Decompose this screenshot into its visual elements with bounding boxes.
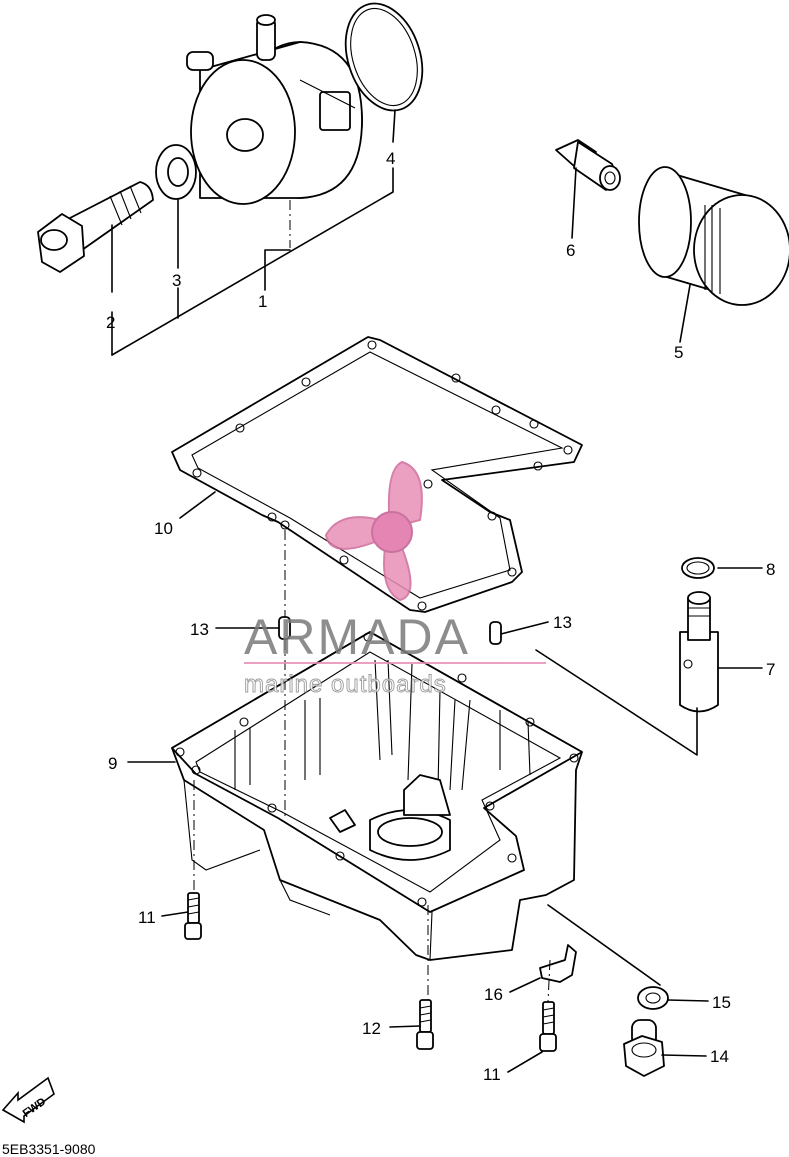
o-ring-part-4[interactable] [333,0,435,120]
gasket-bolt-holes [192,340,573,611]
drain-plug-part-14[interactable] [623,1019,665,1077]
callout-10: 10 [154,519,173,538]
callout-2: 2 [106,313,115,332]
bolt-part-11-left[interactable] [184,892,202,940]
callout-8: 8 [766,560,775,579]
oil-filter-part-5[interactable] [638,166,789,306]
washer-part-3[interactable] [155,144,197,200]
callout-1: 1 [258,292,267,311]
bracket-part-16[interactable] [539,944,577,983]
pan-bolt-holes [175,632,579,907]
callout-14: 14 [710,1047,729,1066]
callout-11-bottom: 11 [483,1065,501,1084]
callout-numbers: 1 2 3 4 5 6 7 8 9 10 11 11 12 13 13 14 1… [106,149,775,1084]
leader-lines [111,109,763,1073]
assembly-center-lines [193,200,551,1003]
armada-watermark: ARMADA marine outboards [244,460,546,698]
union-bolt-part-2[interactable] [37,181,154,273]
diagram-code: 5EB3351-9080 [2,1141,96,1157]
callout-16: 16 [484,985,503,1004]
oil-pan-part-9[interactable] [171,631,583,961]
fitting-part-6[interactable] [555,139,621,191]
callout-3: 3 [172,271,181,290]
oil-cooler-part-1[interactable] [186,14,363,205]
callout-9: 9 [108,754,117,773]
callout-12: 12 [362,1019,381,1038]
bolt-part-12[interactable] [416,999,434,1050]
dowel-pin-part-13-right[interactable] [489,621,502,645]
callout-13-right: 13 [553,613,572,632]
gasket-part-10[interactable] [171,336,583,613]
watermark-tagline: marine outboards [244,671,447,698]
callout-15: 15 [712,993,731,1012]
callout-13-left: 13 [190,620,209,639]
o-ring-part-8[interactable] [681,557,715,579]
callout-6: 6 [566,241,575,260]
propeller-logo-icon [324,460,423,602]
callout-7: 7 [766,660,775,679]
watermark-brand: ARMADA [244,609,470,665]
washer-part-15[interactable] [637,986,669,1010]
strainer-pipe-part-7[interactable] [679,591,719,713]
callout-5: 5 [674,343,683,362]
forward-direction-arrow-icon: FWD [1,1076,55,1124]
callout-11-left: 11 [138,908,156,927]
bolt-part-11-bottom[interactable] [539,1001,557,1052]
callout-4: 4 [386,149,395,168]
